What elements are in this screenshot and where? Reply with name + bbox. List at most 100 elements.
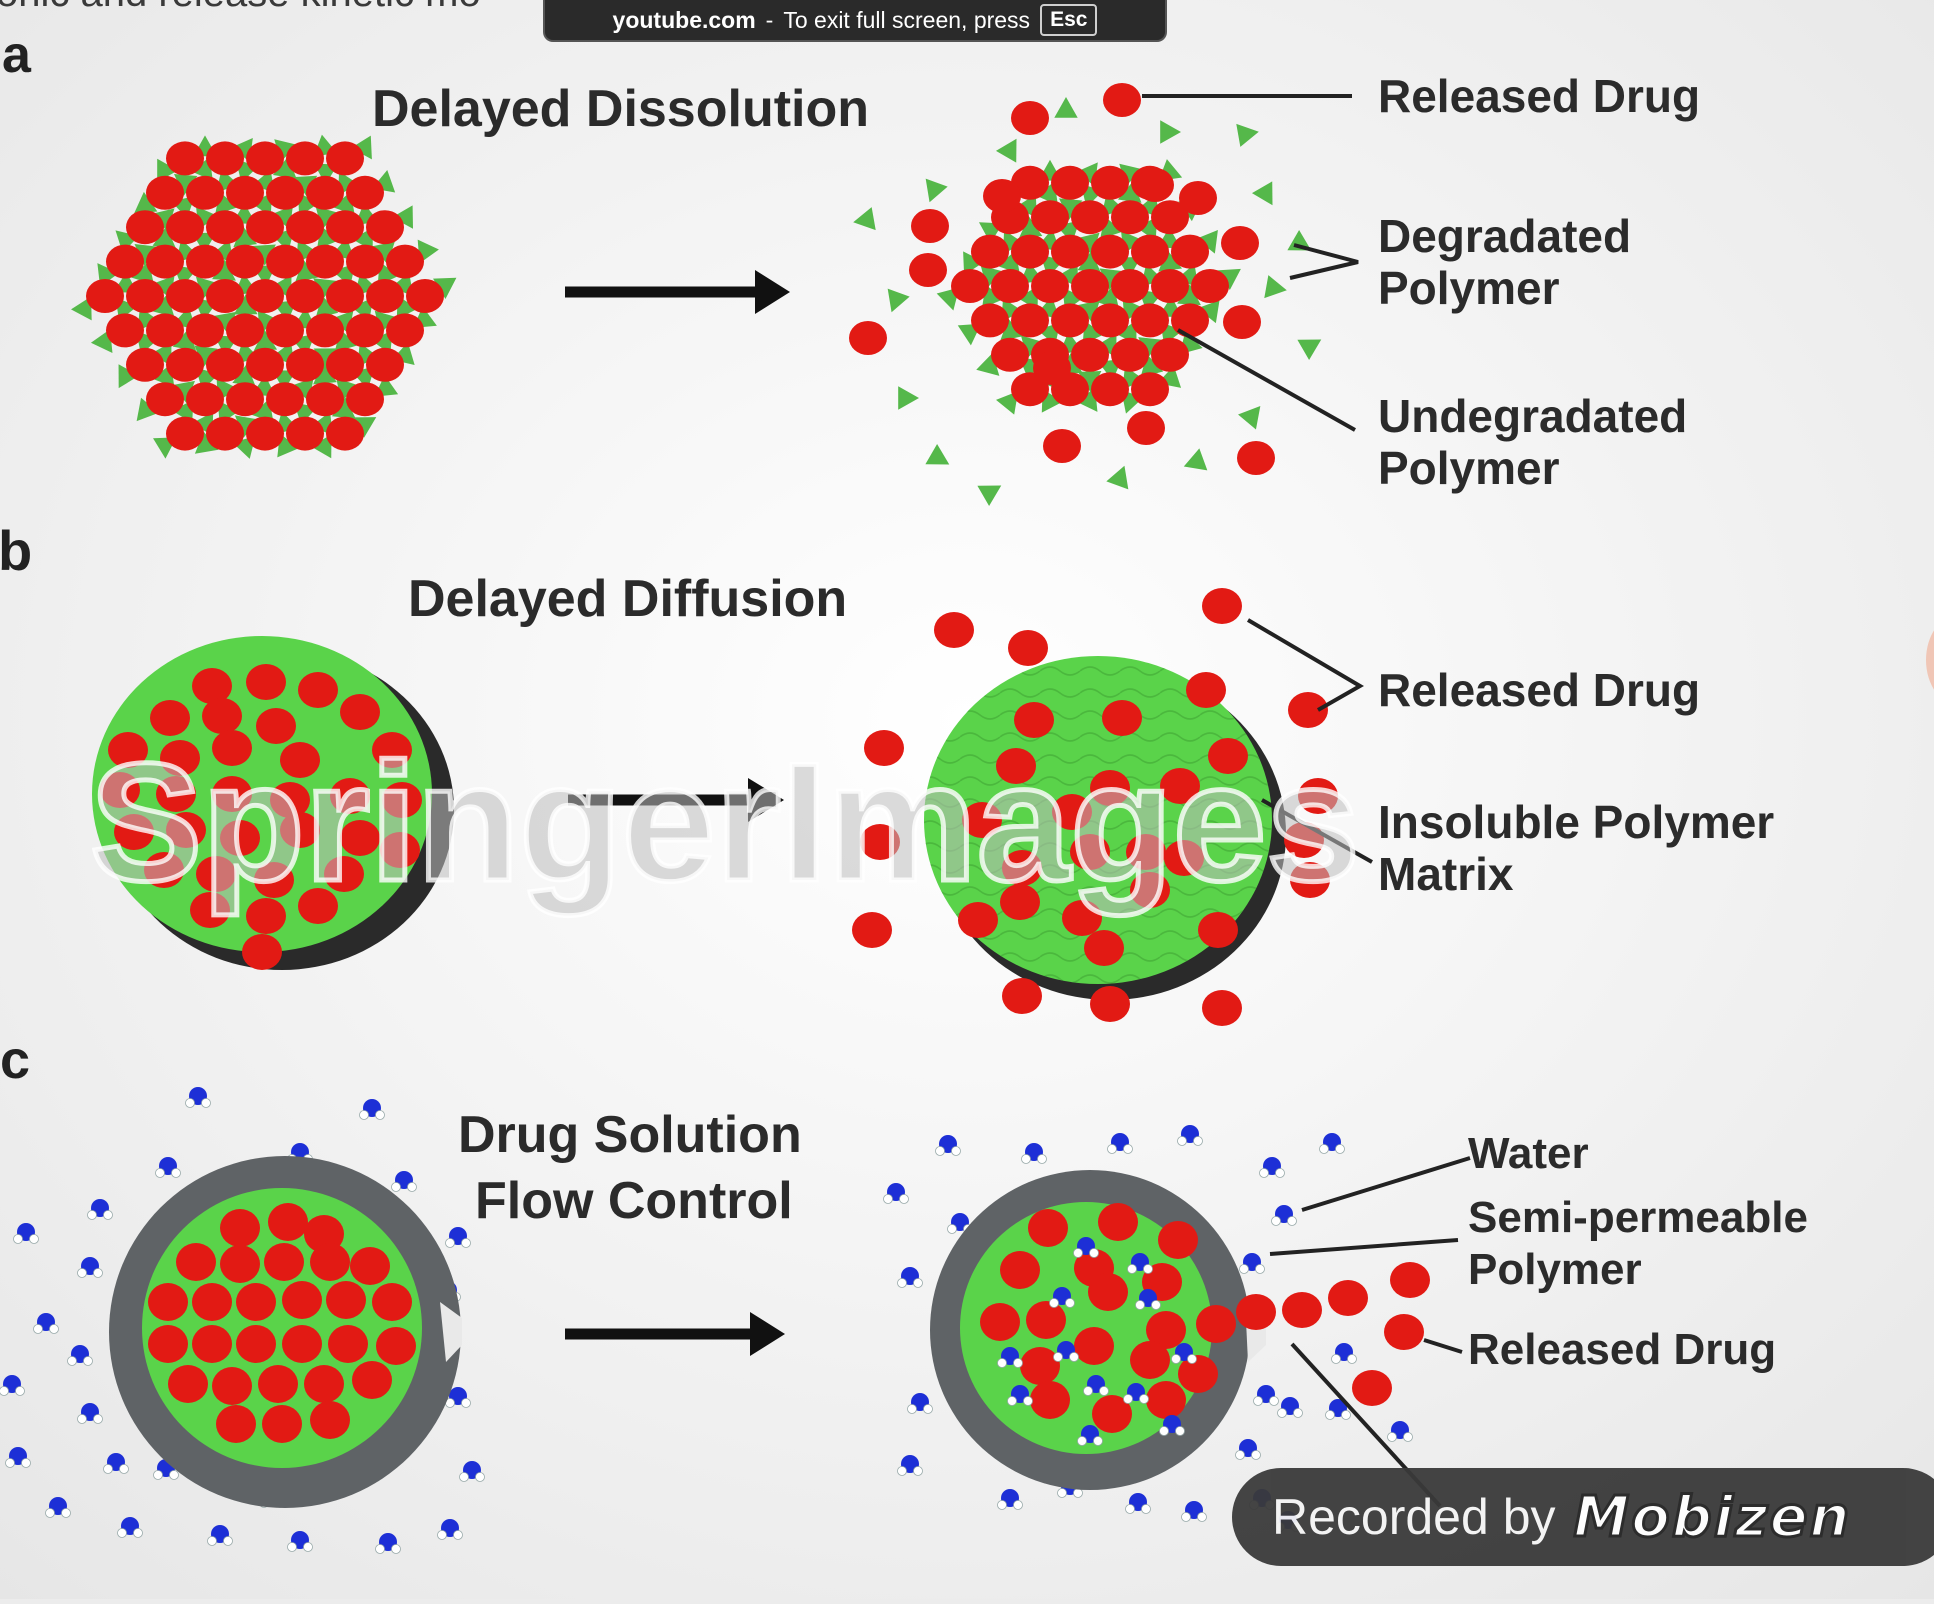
drug-particle [1236,1294,1276,1330]
water-hydrogen [1143,1264,1153,1274]
water-hydrogen [61,1508,71,1518]
water-hydrogen [169,1470,179,1480]
drug-particle [206,210,244,245]
drug-particle [202,698,242,734]
drug-particle [246,664,286,700]
drug-particle [340,694,380,730]
leader-a-undegraded [1177,328,1356,432]
drug-particle [266,313,304,348]
drug-particle [246,210,284,245]
water-hydrogen [77,1414,87,1424]
water-hydrogen [0,1386,9,1396]
water-hydrogen [1347,1354,1357,1364]
drug-particle [286,210,324,245]
water-hydrogen [93,1268,103,1278]
water-hydrogen [1251,1450,1261,1460]
drug-particle [236,1283,276,1321]
water-hydrogen [997,1358,1007,1368]
drug-particle [1103,83,1141,117]
water-hydrogen [13,1234,23,1244]
drug-particle [1131,234,1169,269]
drug-particle [1062,900,1102,936]
drug-particle [1146,1381,1186,1419]
drug-particle [849,321,887,355]
drug-particle [190,892,230,928]
water-hydrogen [459,1472,469,1482]
drug-particle [150,700,190,736]
drug-particle [1130,1341,1170,1379]
recorder-logo: Mobizen [1572,1483,1852,1551]
water-hydrogen [375,1110,385,1120]
drug-particle [266,382,304,417]
water-hydrogen [1107,1144,1117,1154]
water-hydrogen [133,1528,143,1538]
water-hydrogen [923,1404,933,1414]
drug-particle [246,416,284,451]
panel-b-title: Delayed Diffusion [408,570,847,628]
drug-particle [372,1283,412,1321]
water-hydrogen [1253,1396,1263,1406]
drug-particle [306,382,344,417]
drug-particle [286,279,324,313]
drug-particle [326,210,364,245]
drug-particle [126,210,164,245]
water-hydrogen [1197,1512,1207,1522]
drug-particle [304,1365,344,1403]
drug-particle [1158,1221,1198,1259]
panel-b: b Delayed Diffusion Released Drug Insolu… [0,519,1774,1026]
drug-particle [106,313,144,348]
drug-particle [366,347,404,382]
water-hydrogen [207,1536,217,1546]
drug-particle [1208,738,1248,774]
drug-particle [346,175,384,210]
drug-particle [226,175,264,210]
drug-particle [256,708,296,744]
drug-particle [1178,1355,1218,1393]
label-line: Polymer [1468,1245,1642,1294]
water-hydrogen [77,1268,87,1278]
drug-particle [1030,1381,1070,1419]
drug-particle [166,141,204,176]
water-hydrogen [1053,1352,1063,1362]
drug-particle [1071,200,1109,235]
polymer-fragment [925,443,950,465]
leader-a-degraded [1289,243,1359,280]
polymer-fragment [995,391,1019,415]
drug-particle [1179,181,1217,215]
water-hydrogen [303,1542,313,1552]
drug-particle [860,824,900,860]
drug-particle [1091,234,1129,269]
water-hydrogen [935,1146,945,1156]
drug-particle [108,732,148,768]
water-hydrogen [1141,1504,1151,1514]
drug-particle [1051,165,1089,200]
drug-particle [282,1325,322,1363]
water-hydrogen [119,1464,129,1474]
water-hydrogen [21,1458,31,1468]
drug-particle [1223,305,1261,339]
polymer-fragment [1251,181,1273,206]
drug-particle [1002,978,1042,1014]
esc-key-badge[interactable]: Esc [1040,4,1098,36]
panel-letter-b: b [0,519,32,582]
drug-particle [1288,692,1328,728]
drug-particle [100,772,140,808]
drug-particle [246,279,284,313]
polymer-fragment [118,364,140,389]
drug-particle [1390,1262,1430,1298]
drug-particle [206,347,244,382]
water-hydrogen [907,1404,917,1414]
drug-particle [1171,303,1209,338]
water-hydrogen [1177,1136,1187,1146]
water-hydrogen [1159,1426,1169,1436]
drug-particle [996,748,1036,784]
drug-particle [1111,337,1149,372]
drug-particle [1092,1395,1132,1433]
water-hydrogen [103,1210,113,1220]
water-hydrogen [1127,1264,1137,1274]
drug-particle [1146,1311,1186,1349]
water-hydrogen [1123,1144,1133,1154]
recorder-badge: Recorded by Mobizen [1232,1468,1934,1566]
water-hydrogen [287,1542,297,1552]
